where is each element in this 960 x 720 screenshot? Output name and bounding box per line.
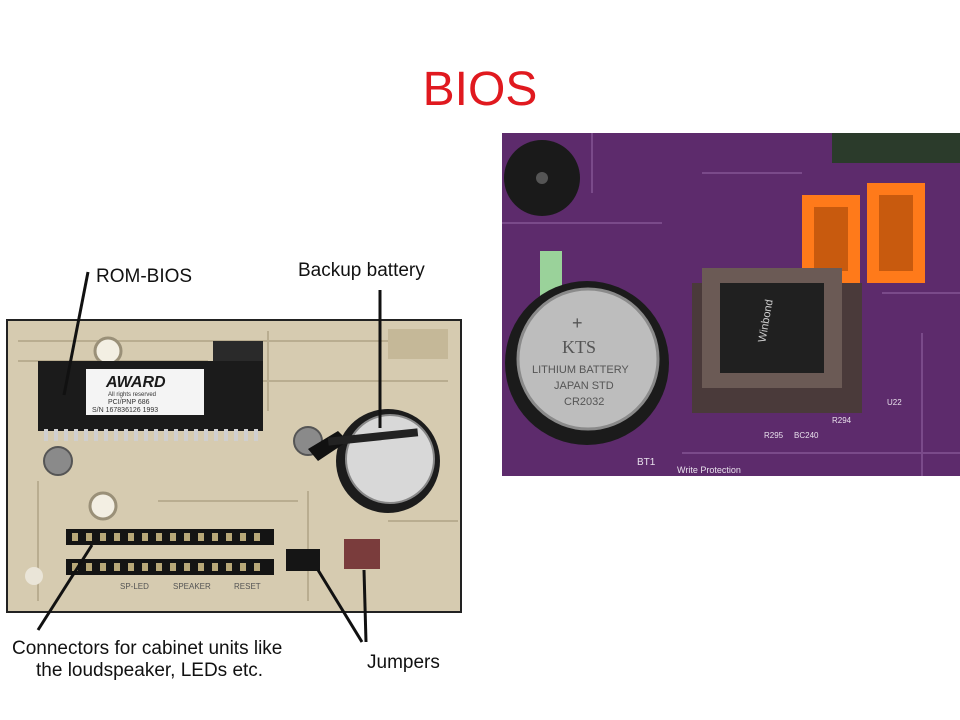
header-label-spled: SP-LED: [120, 582, 149, 591]
jumper-red: [344, 539, 380, 569]
label-connectors-line1: Connectors for cabinet units like: [12, 638, 283, 659]
battery-text-3: JAPAN STD: [554, 380, 614, 392]
rom-bios-chip: AWARD All rights reserved PCI/PNP 686 S/…: [38, 361, 263, 441]
header-label-reset: RESET: [234, 582, 261, 591]
label-jumpers: Jumpers: [367, 652, 440, 673]
board-label-bt1: BT1: [637, 457, 656, 468]
jumper-black: [286, 549, 320, 571]
battery-plus: +: [572, 313, 583, 333]
battery-text-2: LITHIUM BATTERY: [532, 364, 629, 376]
header-label-speaker: SPEAKER: [173, 582, 211, 591]
chip-text-2: PCI/PNP 686: [108, 399, 150, 406]
label-connectors-line2: the loudspeaker, LEDs etc.: [36, 660, 264, 681]
coin-battery: + KTS LITHIUM BATTERY JAPAN STD CR2032: [505, 281, 669, 445]
bios-plcc-chip: Winbond: [692, 268, 862, 413]
backup-battery: [308, 409, 440, 513]
board-label-r294: R294: [832, 416, 852, 425]
label-backup-battery: Backup battery: [298, 260, 425, 281]
chip-text-3: S/N 167836126 1993: [92, 407, 158, 414]
motherboard-photo-left: AWARD All rights reserved PCI/PNP 686 S/…: [6, 319, 462, 613]
battery-text-1: KTS: [562, 337, 596, 357]
chip-brand: AWARD: [105, 374, 166, 391]
board-label-r295: R295: [764, 431, 784, 440]
board-label-bc240: BC240: [794, 431, 819, 440]
board-label-u22: U22: [887, 398, 902, 407]
chip-text-1: All rights reserved: [108, 392, 156, 398]
front-panel-headers: SP-LED SPEAKER RESET: [66, 529, 274, 591]
motherboard-photo-right: + KTS LITHIUM BATTERY JAPAN STD CR2032 W…: [502, 133, 960, 476]
label-rom-bios: ROM-BIOS: [96, 266, 193, 287]
battery-text-4: CR2032: [564, 396, 604, 408]
board-label-write: Write Protection: [677, 465, 741, 475]
slide-title: BIOS: [422, 63, 538, 116]
